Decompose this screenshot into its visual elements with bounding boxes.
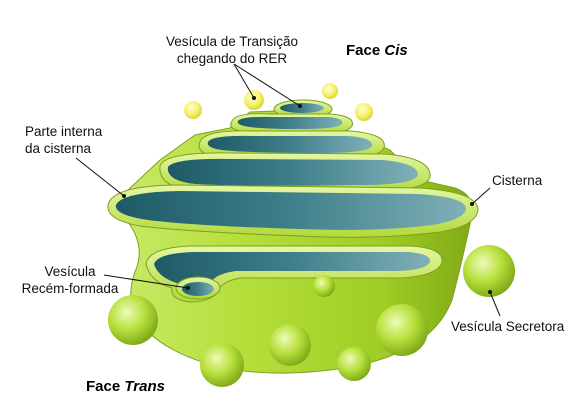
label-new-vesicle-line1: Vesícula <box>44 264 96 279</box>
leader-transition-vesicle-b <box>233 63 301 107</box>
label-secretory-vesicle: Vesícula Secretora <box>451 319 565 334</box>
secretory-vesicle <box>200 343 244 387</box>
face-cis-prefix: Face <box>346 42 381 59</box>
face-trans-word: Trans <box>124 378 165 395</box>
cisterna-4-lumen <box>167 158 418 186</box>
leader-dot <box>122 194 126 198</box>
new-vesicle-bud-lumen <box>182 282 214 296</box>
face-cis-label: Face Cis <box>346 42 408 59</box>
label-transition-vesicle-line1: Vesícula de Transição <box>165 34 299 49</box>
secretory-vesicle <box>269 324 311 366</box>
label-cisterna-interior-line2: da cisterna <box>25 141 92 156</box>
label-new-vesicle: Vesícula Recém-formada <box>15 263 125 297</box>
leader-cisterna-interior <box>75 157 125 197</box>
leader-dot <box>186 286 190 290</box>
cisterna-5-lumen <box>115 191 466 230</box>
label-cisterna-interior: Parte interna da cisterna <box>25 123 102 157</box>
leader-dot <box>470 202 474 206</box>
label-cisterna-interior-line1: Parte interna <box>25 124 103 139</box>
leader-cisterna <box>471 187 491 205</box>
leader-dot <box>298 104 302 108</box>
secretory-vesicle <box>313 275 335 297</box>
leader-dot <box>252 96 256 100</box>
transition-vesicle <box>184 101 202 119</box>
cisterna-1-lumen <box>280 103 324 113</box>
cisterna-2-lumen <box>237 116 343 129</box>
cisterna-6-lumen <box>154 252 431 294</box>
transition-vesicle <box>355 103 373 121</box>
face-cis-word: Cis <box>384 42 408 59</box>
secretory-vesicle <box>463 245 515 297</box>
transition-vesicle <box>322 83 338 99</box>
secretory-vesicle <box>108 295 158 345</box>
label-transition-vesicle: Vesícula de Transição chegando do RER <box>158 33 306 67</box>
leader-transition-vesicle-a <box>233 63 255 99</box>
face-trans-prefix: Face <box>86 378 121 395</box>
leader-secretory-vesicle <box>489 291 501 317</box>
secretory-vesicle <box>376 304 428 356</box>
label-transition-vesicle-line2: chegando do RER <box>176 51 288 66</box>
face-trans-label: Face Trans <box>86 378 165 395</box>
secretory-vesicle <box>337 347 371 381</box>
cisterna-3-lumen <box>207 135 373 153</box>
label-new-vesicle-line2: Recém-formada <box>21 281 119 296</box>
leader-new-vesicle <box>103 274 189 289</box>
label-cisterna: Cisterna <box>492 173 543 188</box>
leader-dot <box>488 290 492 294</box>
